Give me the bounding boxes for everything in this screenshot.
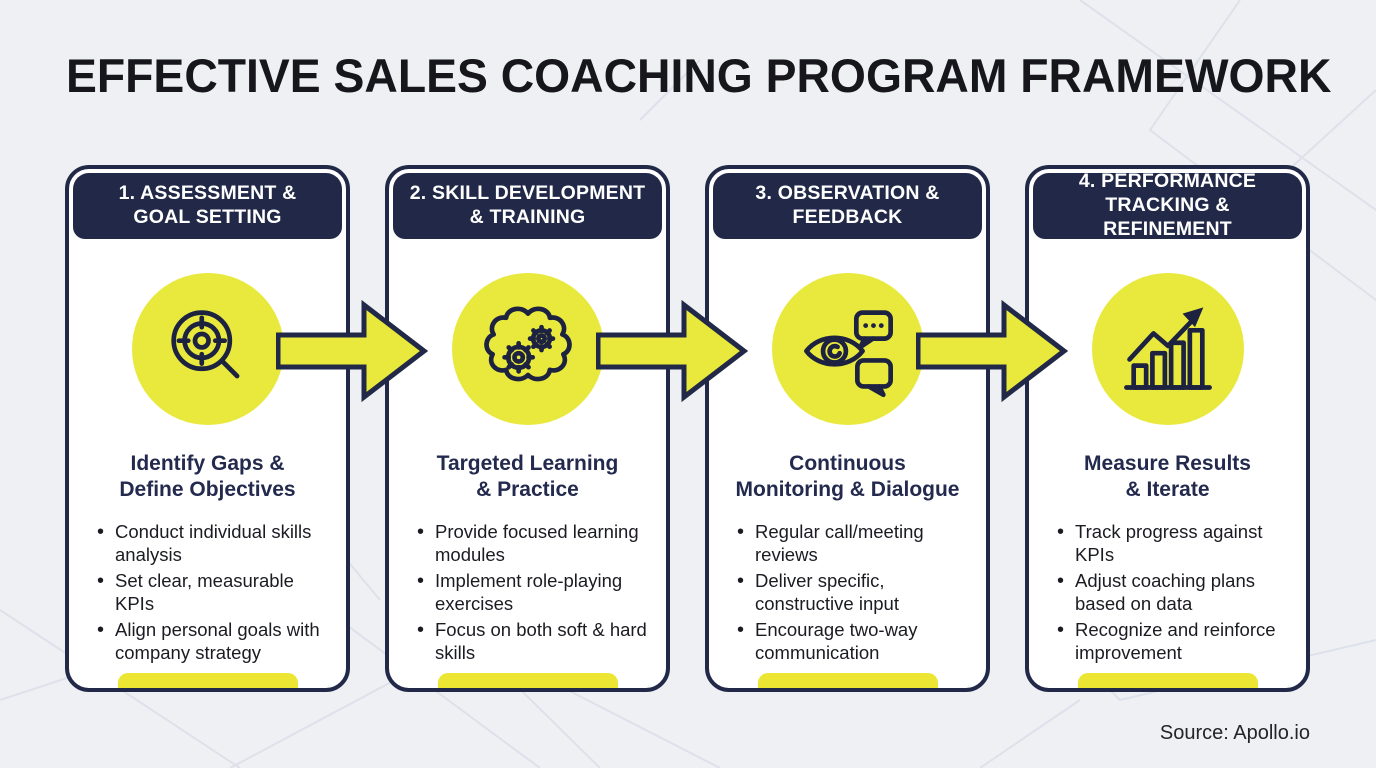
card-2-bullets: Provide focused learning modules Impleme… bbox=[417, 520, 652, 668]
bullet-item: Regular call/meeting reviews bbox=[737, 520, 972, 567]
card-1-footer-accent bbox=[117, 673, 298, 688]
bullet-item: Set clear, measurable KPIs bbox=[97, 569, 332, 616]
growth-chart-icon bbox=[1123, 307, 1212, 390]
magnifier-target-icon bbox=[170, 310, 239, 379]
card-1-subtitle: Identify Gaps & Define Objectives bbox=[119, 452, 296, 502]
card-4-subtitle: Measure Results & Iterate bbox=[1084, 452, 1251, 502]
card-skill-development-training: 2. SKILL DEVELOPMENT & TRAINING Targeted… bbox=[385, 165, 670, 692]
card-observation-feedback: 3. OBSERVATION & FEEDBACK Continuous Mon… bbox=[705, 165, 990, 692]
card-4-bullets: Track progress against KPIs Adjust coach… bbox=[1057, 520, 1292, 668]
card-1-icon-circle bbox=[131, 273, 284, 425]
card-2-icon-circle bbox=[451, 273, 604, 425]
card-3-bullets: Regular call/meeting reviews Deliver spe… bbox=[737, 520, 972, 668]
bullet-item: Implement role-playing exercises bbox=[417, 569, 652, 616]
flow-arrow-1 bbox=[276, 299, 428, 403]
card-3-icon-circle bbox=[771, 273, 924, 425]
card-3-subtitle: Continuous Monitoring & Dialogue bbox=[735, 452, 960, 502]
flow-arrow-3 bbox=[916, 299, 1068, 403]
card-assessment-goal-setting: 1. ASSESSMENT & GOAL SETTING Identify Ga… bbox=[65, 165, 350, 692]
bullet-item: Adjust coaching plans based on data bbox=[1057, 569, 1292, 616]
bullet-item: Track progress against KPIs bbox=[1057, 520, 1292, 567]
card-2-header: 2. SKILL DEVELOPMENT & TRAINING bbox=[393, 173, 662, 239]
card-3-header: 3. OBSERVATION & FEEDBACK bbox=[713, 173, 982, 239]
flow-arrow-2 bbox=[596, 299, 748, 403]
card-4-footer-accent bbox=[1077, 673, 1258, 688]
card-performance-tracking-refinement: 4. PERFORMANCE TRACKING & REFINEMENT Mea… bbox=[1025, 165, 1310, 692]
card-1-header: 1. ASSESSMENT & GOAL SETTING bbox=[73, 173, 342, 239]
card-3-footer-accent bbox=[757, 673, 938, 688]
card-4-header: 4. PERFORMANCE TRACKING & REFINEMENT bbox=[1033, 170, 1302, 240]
bullet-item: Conduct individual skills analysis bbox=[97, 520, 332, 567]
bullet-item: Encourage two-way communication bbox=[737, 618, 972, 665]
card-1-bullets: Conduct individual skills analysis Set c… bbox=[97, 520, 332, 668]
card-2-subtitle: Targeted Learning & Practice bbox=[436, 452, 619, 502]
page-title: EFFECTIVE SALES COACHING PROGRAM FRAMEWO… bbox=[66, 49, 1332, 102]
brain-gears-icon bbox=[483, 306, 572, 382]
card-2-footer-accent bbox=[437, 673, 618, 688]
source-attribution: Source: Apollo.io bbox=[1159, 722, 1310, 744]
bullet-item: Recognize and reinforce improvement bbox=[1057, 618, 1292, 665]
bullet-item: Deliver specific, constructive input bbox=[737, 569, 972, 616]
eye-dialogue-icon bbox=[803, 310, 893, 398]
bullet-item: Focus on both soft & hard skills bbox=[417, 618, 652, 665]
bullet-item: Align personal goals with company strate… bbox=[97, 618, 332, 665]
card-4-icon-circle bbox=[1091, 273, 1244, 425]
bullet-item: Provide focused learning modules bbox=[417, 520, 652, 567]
